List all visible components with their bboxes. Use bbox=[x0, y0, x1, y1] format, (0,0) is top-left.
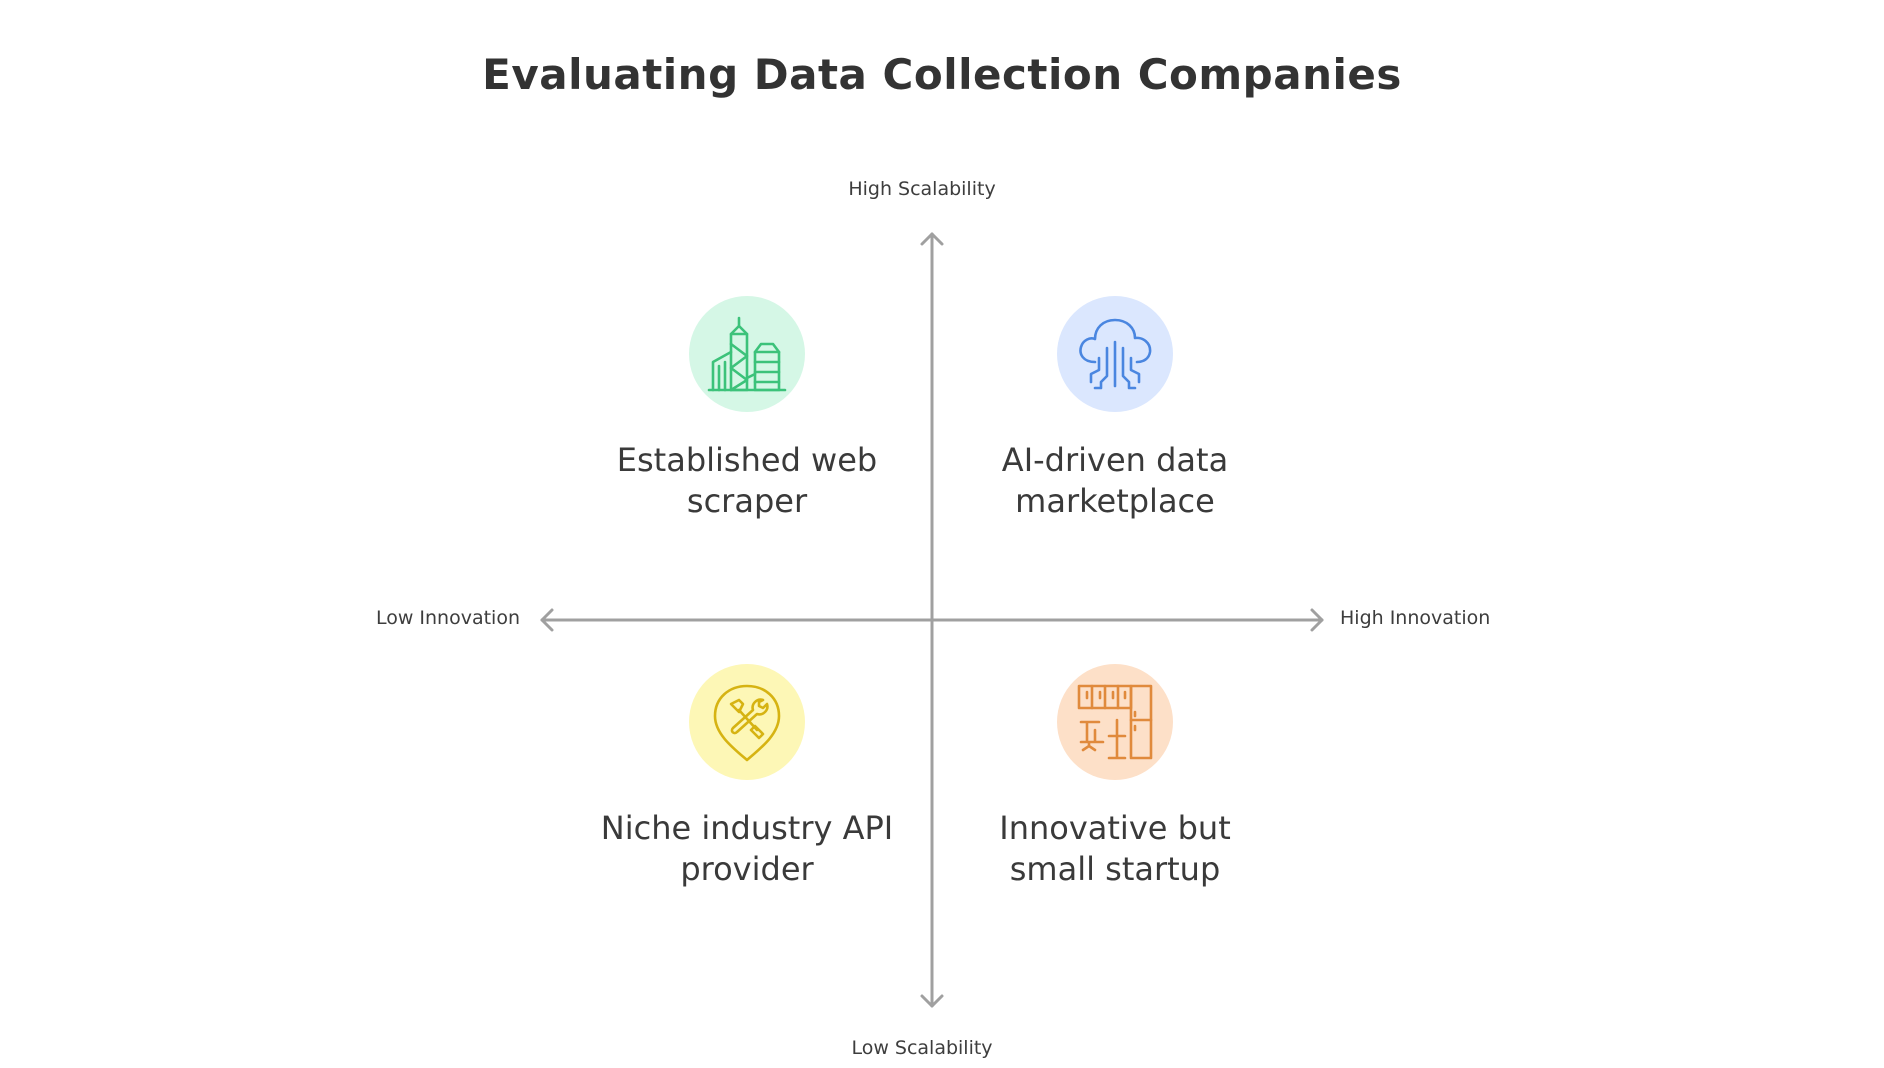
quadrant-top-left: Established web scraper bbox=[587, 296, 907, 522]
x-axis-high-label: High Innovation bbox=[1340, 607, 1491, 629]
diagram-title: Evaluating Data Collection Companies bbox=[482, 50, 1402, 99]
x-low-arrowhead bbox=[540, 608, 554, 632]
city-buildings-icon bbox=[689, 296, 805, 412]
tools-pin-icon bbox=[689, 664, 805, 780]
x-high-arrowhead bbox=[1310, 608, 1324, 632]
x-axis-low-label: Low Innovation bbox=[375, 607, 520, 629]
quadrant-label: Niche industry API provider bbox=[600, 809, 894, 888]
quadrant-label: Innovative but small startup bbox=[999, 809, 1231, 888]
office-floorplan-icon bbox=[1057, 664, 1173, 780]
quadrant-bottom-right: Innovative but small startup bbox=[955, 664, 1275, 890]
y-axis-low-label: Low Scalability bbox=[851, 1037, 993, 1059]
quadrant-label: AI-driven data marketplace bbox=[1001, 441, 1229, 520]
quadrant-label: Established web scraper bbox=[616, 441, 878, 520]
quadrant-bottom-left: Niche industry API provider bbox=[587, 664, 907, 890]
cloud-circuit-icon bbox=[1057, 296, 1173, 412]
y-low-arrowhead bbox=[920, 994, 944, 1008]
y-axis-high-label: High Scalability bbox=[848, 178, 996, 200]
quadrant-top-right: AI-driven data marketplace bbox=[955, 296, 1275, 522]
y-high-arrowhead bbox=[920, 232, 944, 246]
